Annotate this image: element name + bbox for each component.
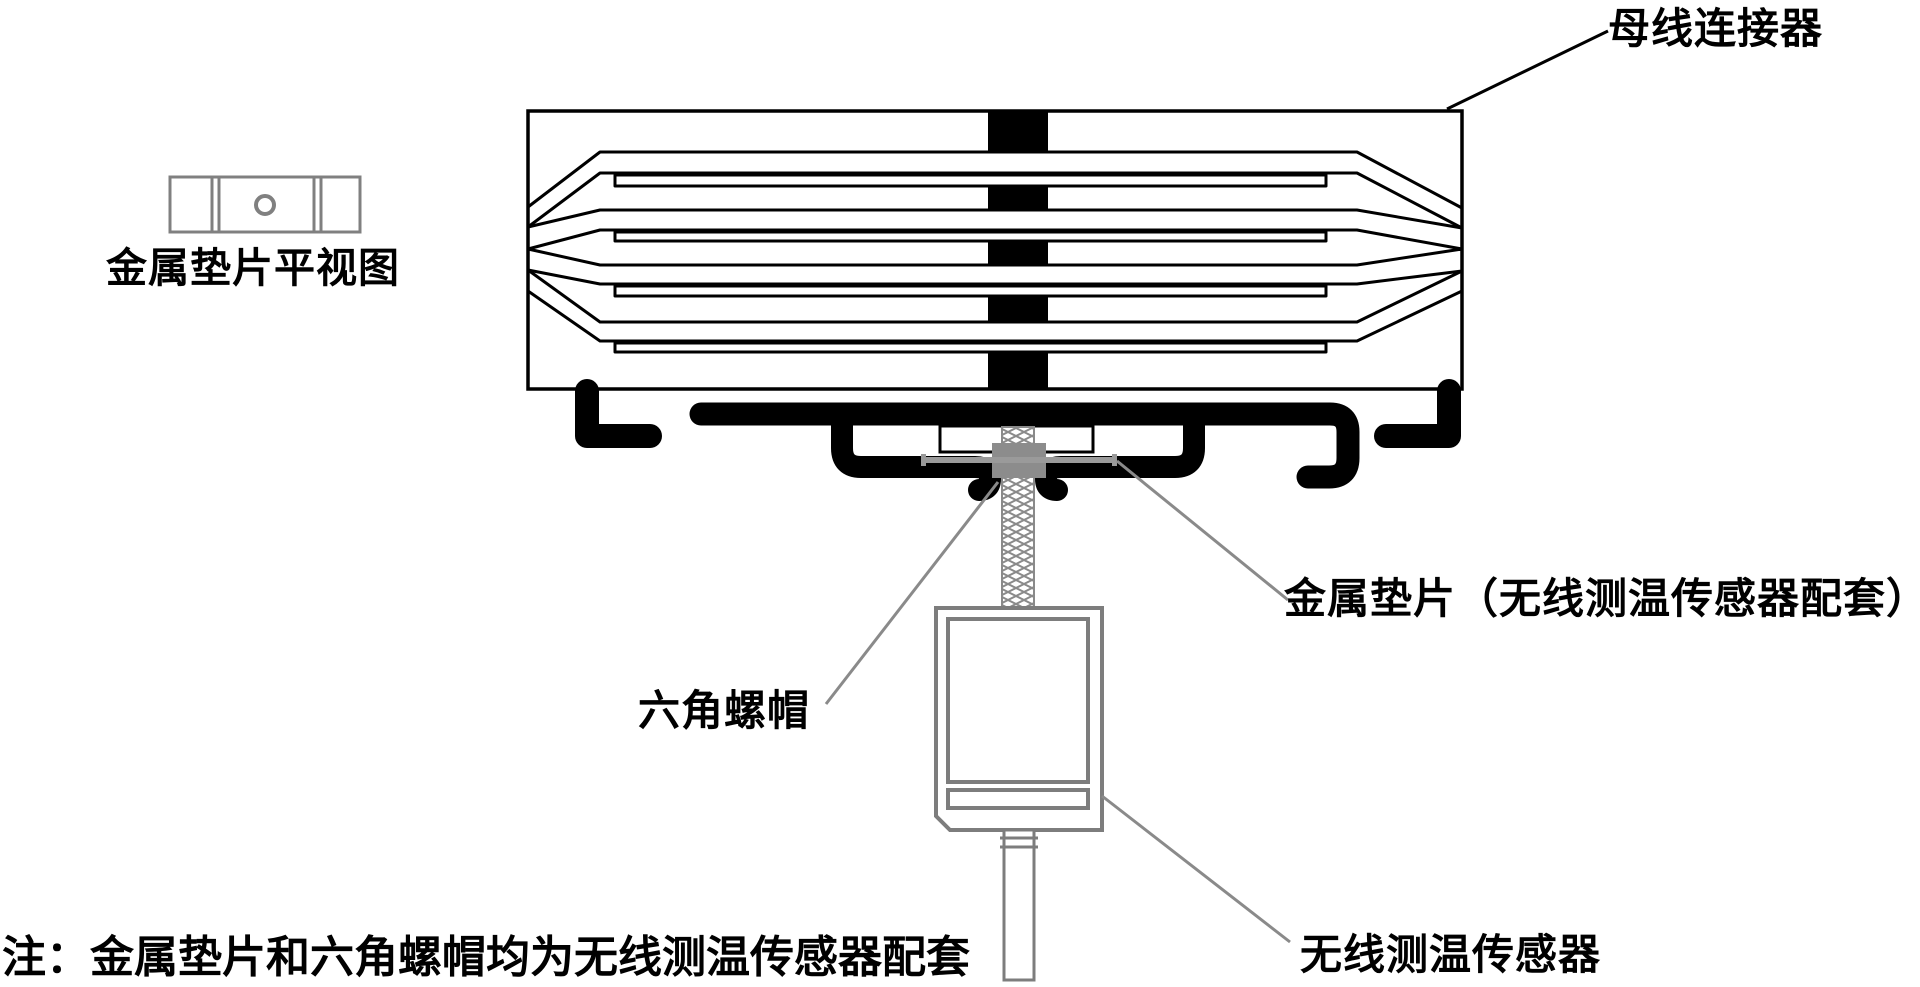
clamp-assembly <box>575 379 1461 501</box>
sensor-slot <box>946 788 1090 810</box>
leader-line-metal-gasket <box>1116 459 1289 602</box>
clamp-main-bar <box>689 402 1360 489</box>
contact-leaf <box>613 341 1328 354</box>
label-metal-gasket: 金属垫片（无线测温传感器配套） <box>1284 575 1920 622</box>
clamp-right-bracket <box>1374 379 1461 448</box>
leader-line-hex-nut <box>824 481 1000 705</box>
contact-leaf <box>613 230 1328 243</box>
connector-housing-outline <box>526 109 1464 391</box>
label-busbar-connector: 母线连接器 <box>1608 5 1824 52</box>
label-note: 注：金属垫片和六角螺帽均为无线测温传感器配套 <box>2 933 970 982</box>
metal-gasket-bar <box>921 457 1117 463</box>
label-wireless-sensor: 无线测温传感器 <box>1300 931 1602 978</box>
gasket-plan-view-drawing <box>168 175 362 234</box>
leader-line-wireless-sensor <box>1101 794 1291 944</box>
metal-gasket-end <box>921 454 926 466</box>
label-hex-nut: 六角螺帽 <box>638 687 811 734</box>
busbar-connector-drawing <box>526 109 1464 391</box>
contact-leaf <box>613 284 1328 298</box>
clamp-left-hook <box>831 403 1001 501</box>
leader-line-busbar-connector <box>1446 29 1609 111</box>
clamp-right-hook <box>1035 403 1205 501</box>
gasket-plan-hole <box>254 194 276 216</box>
label-gasket-plan-view: 金属垫片平视图 <box>106 245 400 291</box>
wireless-sensor-drawing <box>934 606 1104 982</box>
contact-leaf <box>613 173 1328 188</box>
clamp-left-bracket <box>575 379 662 448</box>
metal-gasket-end <box>1112 454 1117 466</box>
sensor-antenna <box>1002 828 1036 982</box>
sensor-screen <box>946 617 1090 784</box>
metal-gasket-shape <box>921 454 1117 466</box>
